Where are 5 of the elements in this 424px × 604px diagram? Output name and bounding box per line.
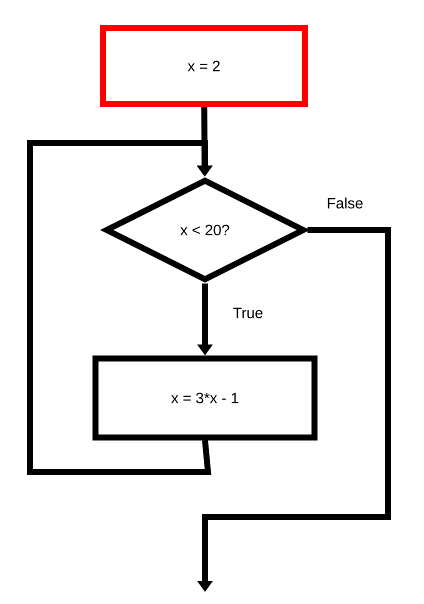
arrow: [27, 140, 213, 475]
process-box: x = 3*x - 1: [92, 356, 318, 440]
process-box: x = 2: [100, 25, 308, 107]
edge-label: False: [326, 196, 364, 210]
edge-label: True: [232, 306, 264, 320]
